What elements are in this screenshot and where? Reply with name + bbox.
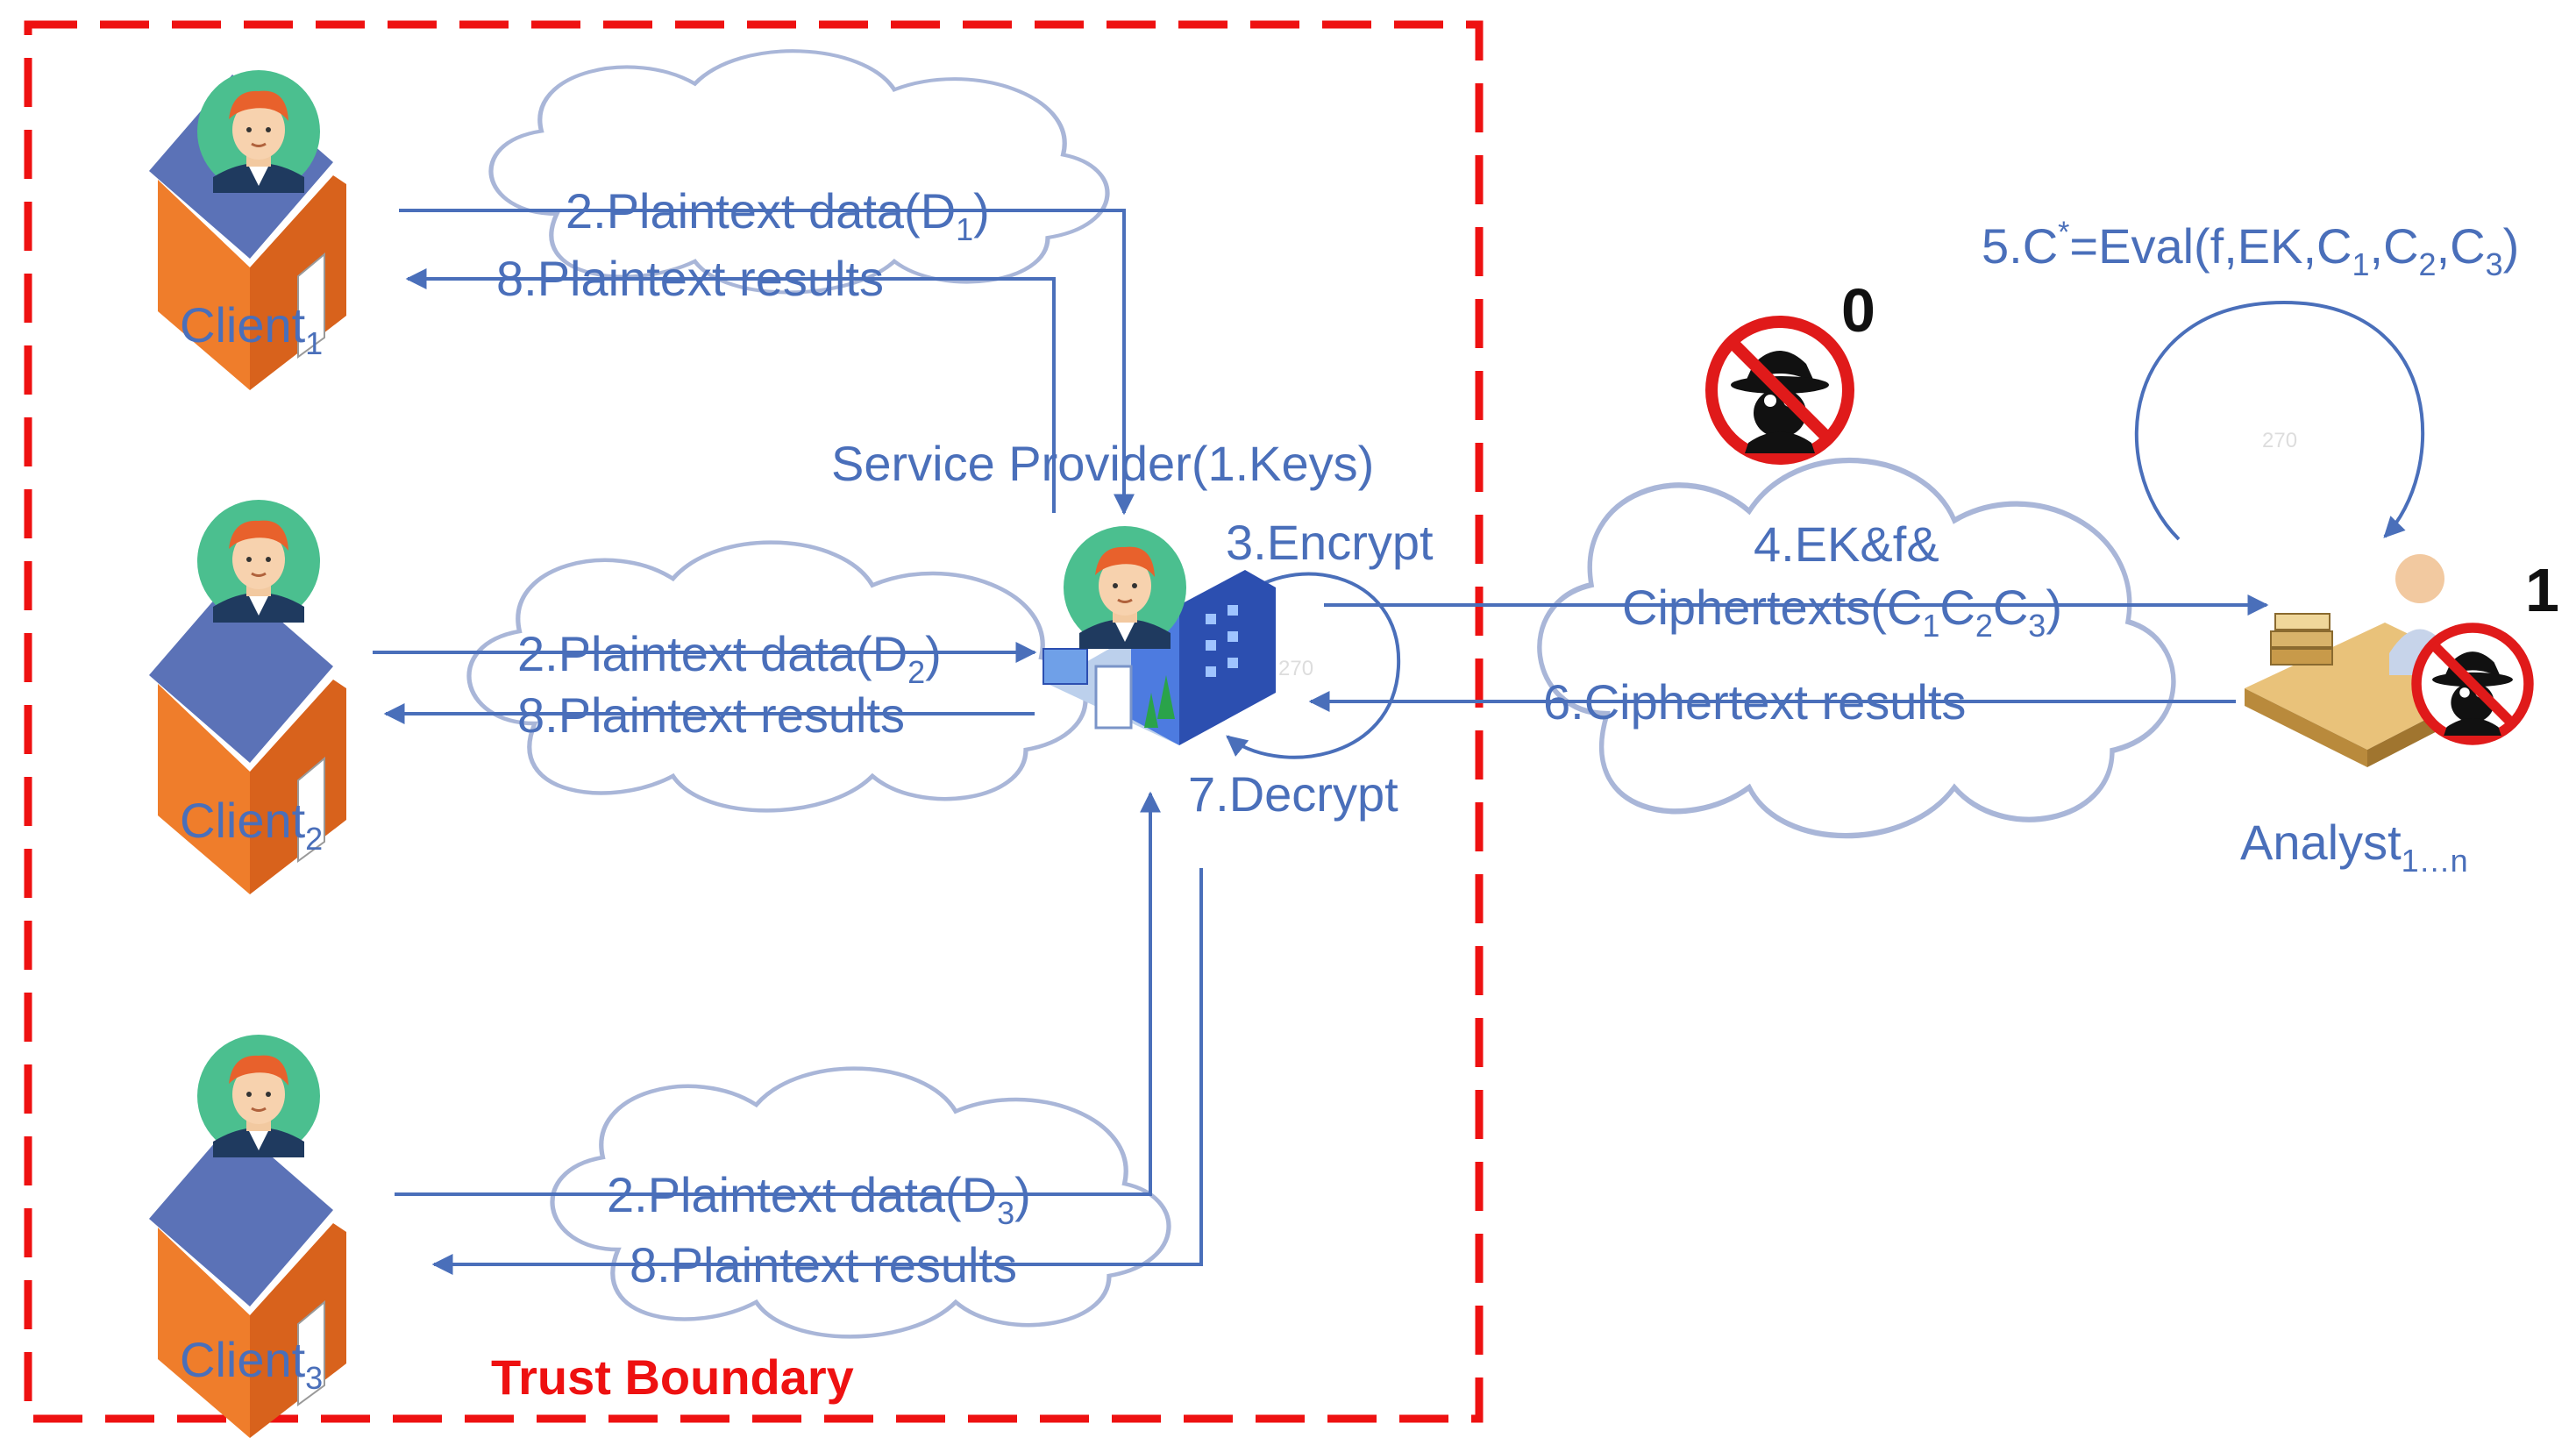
flow-provider-to-client1 (405, 268, 1056, 513)
flow-client3-to-provider (395, 791, 1161, 1196)
client2-label: Client2 (180, 793, 323, 857)
flow-client1-to-provider (399, 209, 1135, 516)
step5-eval-label: 5.C*=Eval(f,EK,C1,C2,C3) (1982, 216, 2519, 282)
client1-node: Client1 (148, 68, 347, 391)
client3-label: Client3 (180, 1332, 323, 1396)
step8-client1-label: 8.Plaintext results (496, 251, 884, 306)
client2-node: Client2 (148, 498, 347, 895)
user-avatar-icon (1062, 524, 1188, 651)
user-avatar-icon (196, 498, 322, 624)
client1-label: Client1 (180, 297, 323, 361)
spy-icon (1711, 322, 1848, 459)
user-avatar-icon (196, 1033, 322, 1159)
eval-loop-mark: 270 (2262, 429, 2297, 452)
step6-ciphertext-label: 6.Ciphertext results (1543, 674, 1966, 730)
eavesdropper-badge: 0 (1841, 276, 1875, 345)
step7-decrypt-label: 7.Decrypt (1188, 766, 1398, 822)
step2-client2-label: 2.Plaintext data(D2) (517, 626, 942, 690)
step4-ek-label-line1: 4.EK&f& (1754, 516, 1939, 572)
step4-ek-label-line2: Ciphertexts(C1C2C3) (1622, 580, 2062, 644)
service-provider-node: Service Provider(1.Keys) (831, 436, 1374, 745)
step8-client3-label: 8.Plaintext results (630, 1237, 1017, 1292)
trust-boundary-box (24, 20, 1484, 1423)
step3-encrypt-label: 3.Encrypt (1226, 515, 1434, 570)
eval-loop (2134, 300, 2425, 541)
flow-provider-to-client3 (431, 868, 1203, 1275)
step8-client2-label: 8.Plaintext results (517, 687, 905, 743)
analyst-label: Analyst1…n (2240, 815, 2468, 879)
encrypt-decrypt-loop (1226, 572, 1401, 759)
step2-client1-label: 2.Plaintext data(D1) (566, 183, 990, 247)
no-entry-icon (2416, 628, 2529, 740)
service-provider-label: Service Provider(1.Keys) (831, 436, 1374, 491)
trust-boundary-label: Trust Boundary (491, 1349, 854, 1405)
client3-node: Client3 (148, 1033, 347, 1438)
eavesdropper-node: 0 (1711, 276, 1875, 459)
analyst-badge: 1 (2525, 556, 2559, 624)
encrypt-loop-mark: 270 (1278, 657, 1313, 680)
analyst-node: 1 Analyst1…n (2240, 554, 2559, 879)
step2-client3-label: 2.Plaintext data(D3) (607, 1167, 1031, 1231)
user-avatar-icon (196, 68, 322, 195)
